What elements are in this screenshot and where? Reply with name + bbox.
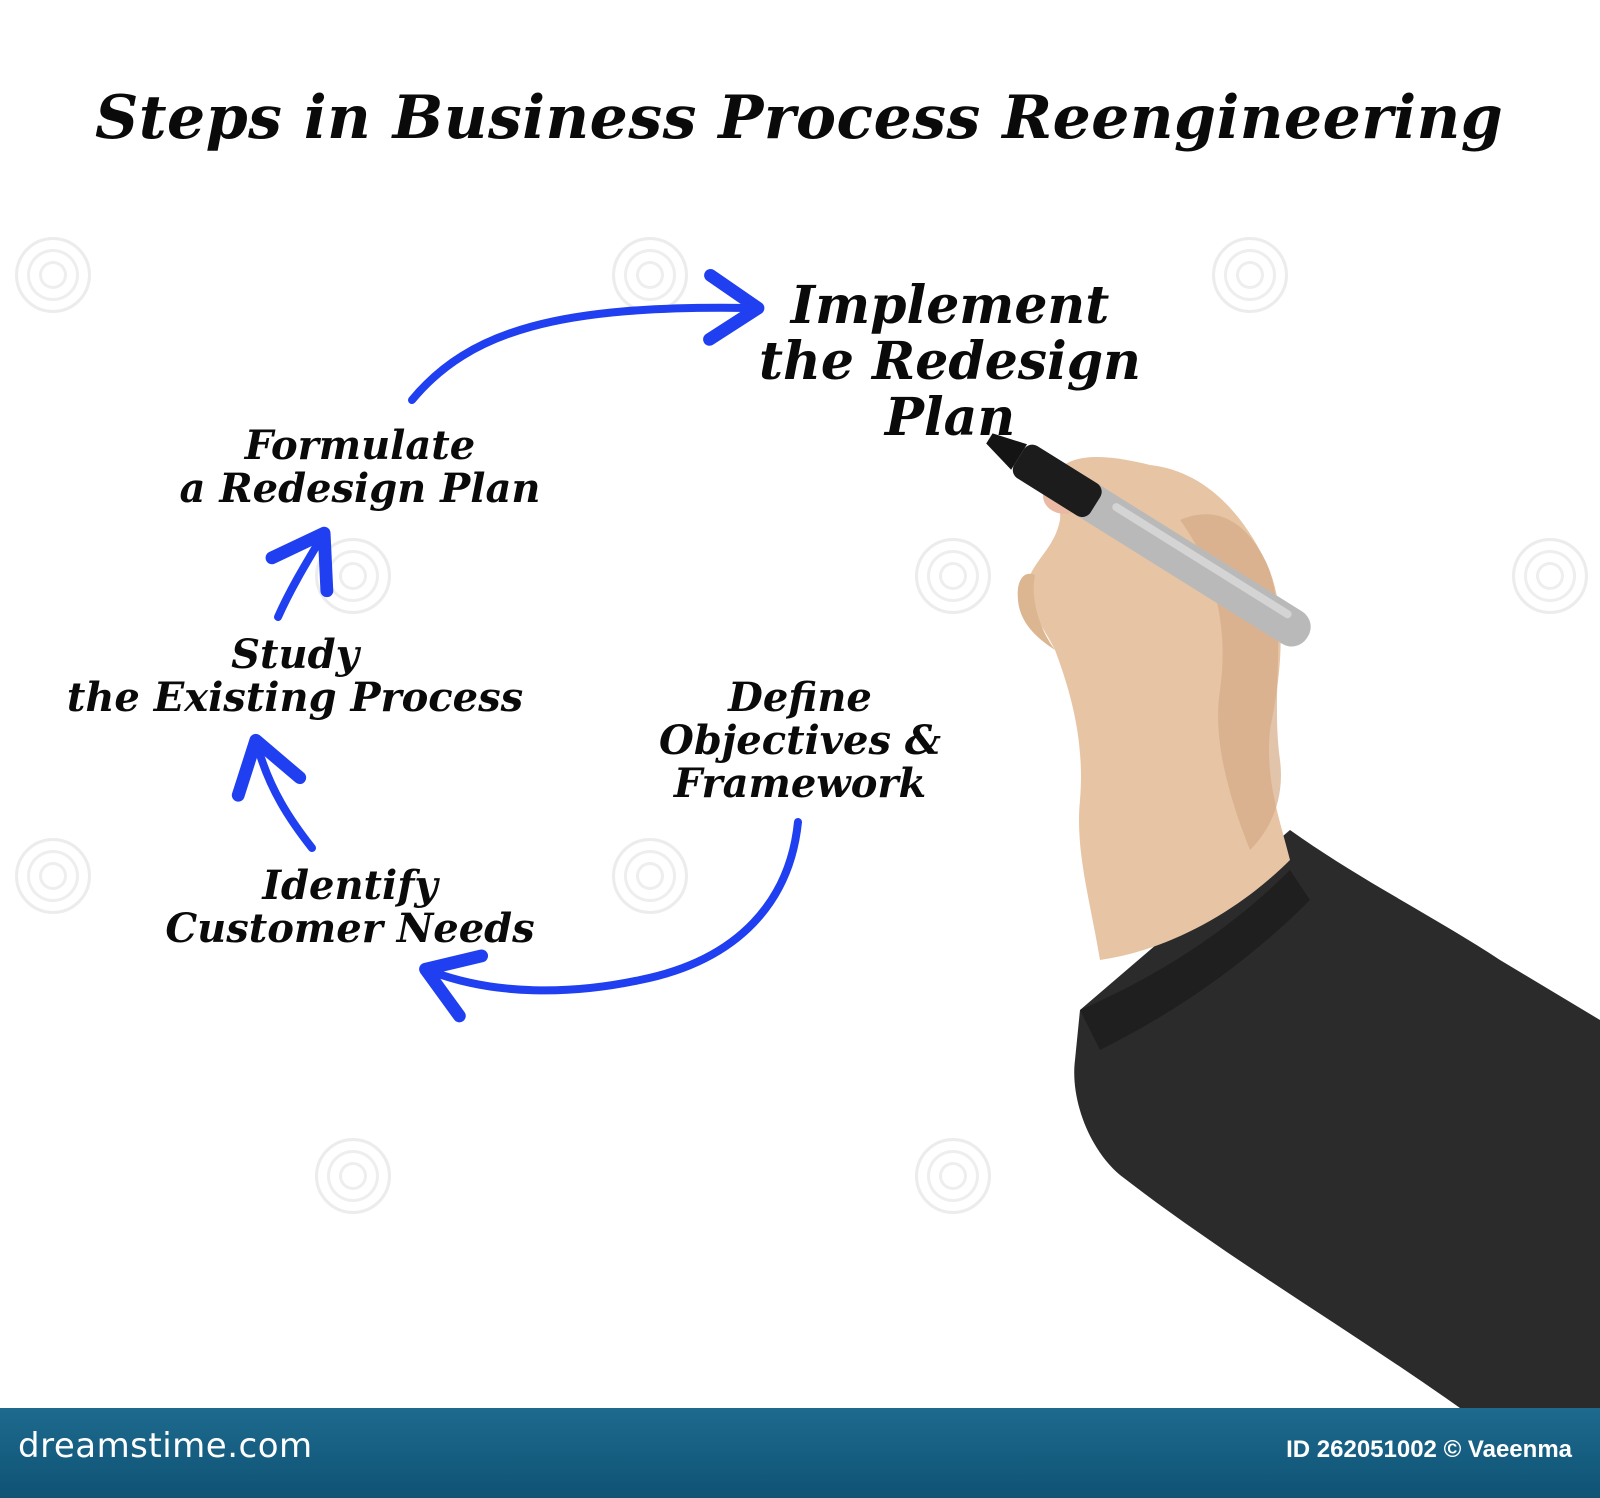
footer-logo: dreamstime.com bbox=[18, 1426, 313, 1466]
step-formulate-line: Formulate bbox=[244, 422, 476, 469]
step-define-label: Define Objectives & Framework bbox=[640, 676, 960, 806]
footer-bar: dreamstime.com ID 262051002 © Vaeenma bbox=[0, 1408, 1600, 1498]
watermark-swirl-icon bbox=[915, 538, 991, 614]
arrow-study-to-formulate bbox=[265, 526, 334, 621]
hand-holding-marker-illustration bbox=[986, 433, 1600, 1408]
step-define-line: Framework bbox=[673, 760, 927, 808]
watermark-swirl-icon bbox=[15, 838, 91, 914]
arrow-formulate-to-implement bbox=[408, 268, 765, 404]
arrow-define-to-identify bbox=[419, 818, 802, 1023]
step-study-line: Study bbox=[231, 631, 359, 678]
finger bbox=[1017, 573, 1055, 650]
footer-image-id: ID 262051002 © Vaeenma bbox=[1286, 1436, 1572, 1463]
watermark-swirl-icon bbox=[1212, 237, 1288, 313]
step-implement-line: Implement bbox=[790, 275, 1110, 336]
step-formulate-label: Formulate a Redesign Plan bbox=[150, 422, 570, 513]
marker-pen bbox=[986, 433, 1311, 647]
step-implement-label: Implement the Redesign Plan bbox=[740, 275, 1160, 449]
watermark-swirl-icon bbox=[315, 1138, 391, 1214]
step-study-label: Study the Existing Process bbox=[50, 631, 540, 722]
step-identify-line: Identify bbox=[262, 862, 438, 909]
watermark-swirl-icon bbox=[612, 838, 688, 914]
step-formulate-line: a Redesign Plan bbox=[179, 465, 541, 513]
step-define-line: Define bbox=[728, 674, 872, 721]
diagram-title: Steps in Business Process Reengineering bbox=[95, 83, 1504, 153]
watermark-swirl-icon bbox=[15, 237, 91, 313]
watermark-swirl-icon bbox=[1512, 538, 1588, 614]
jacket-cuff bbox=[1080, 870, 1310, 1050]
step-identify-line: Customer Needs bbox=[165, 905, 535, 953]
step-define-line: Objectives & bbox=[658, 717, 941, 765]
step-implement-line: the Redesign bbox=[759, 331, 1141, 393]
step-identify-label: Identify Customer Needs bbox=[150, 862, 550, 953]
arrow-identify-to-study bbox=[231, 733, 316, 852]
step-study-line: the Existing Process bbox=[66, 674, 524, 722]
cycle-arrows bbox=[231, 268, 802, 1023]
step-implement-line: Plan bbox=[884, 387, 1016, 449]
watermark-swirl-icon bbox=[915, 1138, 991, 1214]
